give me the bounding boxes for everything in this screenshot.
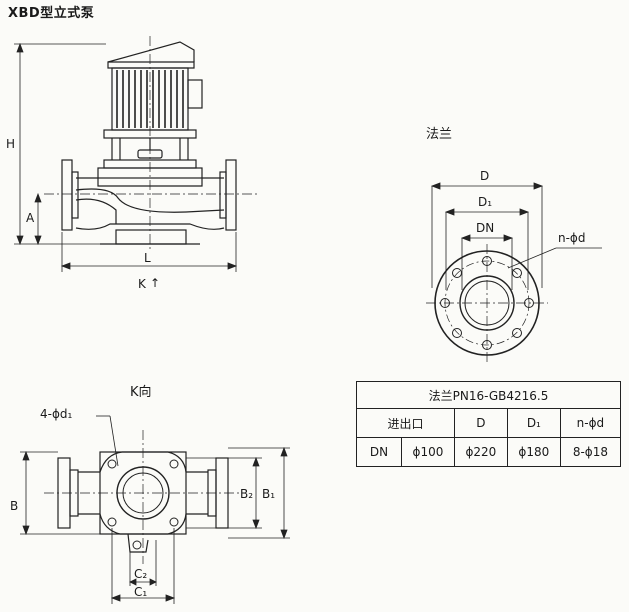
k-view-drawing	[20, 415, 290, 604]
dim-label-d: D	[480, 169, 490, 183]
spec-cell-holes: 8-ϕ18	[559, 437, 622, 467]
spec-header-holes: n-ϕd	[559, 408, 622, 438]
dim-label-b: B	[10, 499, 19, 513]
view-direction-arrow-icon: ↑	[150, 276, 161, 290]
dim-label-holes: n-ϕd	[558, 231, 586, 245]
dim-label-a: A	[26, 211, 35, 225]
dim-label-base-holes: 4-ϕd₁	[40, 407, 73, 421]
dim-label-c2: C₂	[134, 567, 148, 581]
dim-label-b1: B₁	[262, 487, 276, 501]
spec-cell-d: ϕ220	[453, 437, 508, 467]
front-view-drawing	[14, 36, 258, 272]
spec-cell-d1: ϕ180	[506, 437, 561, 467]
dim-label-dn: DN	[476, 221, 495, 235]
spec-header-inlet-outlet: 进出口	[356, 408, 455, 438]
table-row: DN ϕ100 ϕ220 ϕ180 8-ϕ18	[356, 437, 622, 467]
page-title: XBD型立式泵	[8, 6, 95, 21]
dim-label-c1: C₁	[134, 585, 148, 599]
dim-label-l: L	[144, 251, 151, 265]
k-view-title: K向	[130, 385, 152, 400]
dim-label-b2: B₂	[240, 487, 254, 501]
dim-label-k: K	[138, 277, 146, 291]
dim-label-h: H	[6, 137, 16, 151]
spec-table-caption: 法兰PN16-GB4216.5	[356, 381, 621, 409]
spec-cell-dn: ϕ100	[401, 437, 455, 467]
flange-view-title: 法兰	[426, 127, 453, 142]
spec-row-label: DN	[356, 437, 402, 467]
flange-view-drawing	[426, 182, 602, 362]
spec-header-d1: D₁	[506, 408, 561, 438]
dim-label-d1: D₁	[478, 195, 493, 209]
spec-header-d: D	[453, 408, 508, 438]
flange-spec-table: 法兰PN16-GB4216.5 进出口 D D₁ n-ϕd DN ϕ100 ϕ2…	[356, 381, 622, 467]
